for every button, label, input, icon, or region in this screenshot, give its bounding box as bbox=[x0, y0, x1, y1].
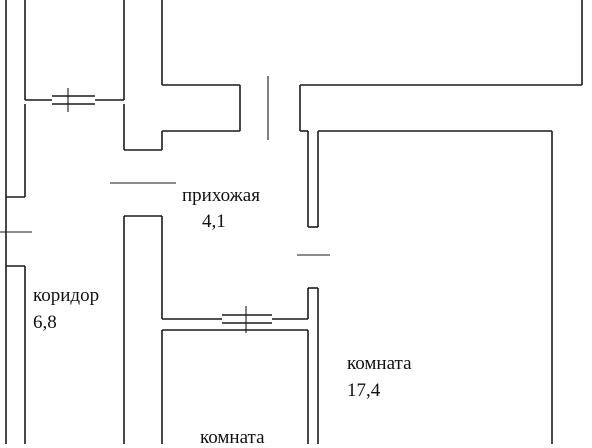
hallway-area: 4,1 bbox=[202, 211, 226, 232]
large-room-area: 17,4 bbox=[347, 380, 381, 401]
large-room-name: комната bbox=[347, 353, 412, 374]
corridor-walls bbox=[0, 104, 176, 444]
large-room-walls bbox=[297, 130, 553, 444]
hallway-name: прихожая bbox=[182, 185, 260, 206]
small-room-name: комната bbox=[200, 427, 265, 448]
corridor-area: 6,8 bbox=[33, 312, 57, 333]
hallway-walls bbox=[161, 130, 309, 333]
corridor-name: коридор bbox=[33, 285, 100, 306]
small-room-walls bbox=[161, 329, 309, 444]
top-right-room-walls bbox=[161, 0, 583, 140]
top-left-room-walls bbox=[25, 0, 125, 112]
outer-left-wall bbox=[5, 0, 26, 444]
